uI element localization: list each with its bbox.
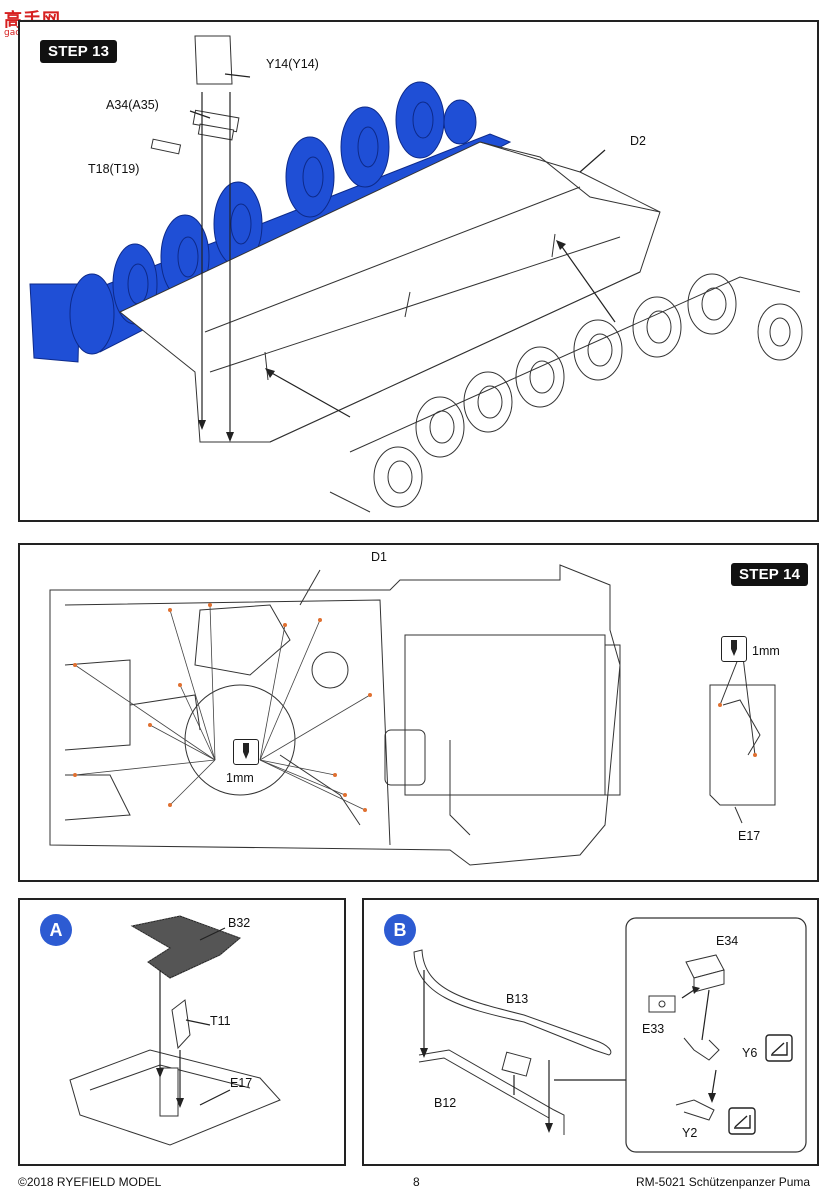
e17-base — [69, 1049, 281, 1146]
label-b12: B12 — [434, 1096, 457, 1110]
step-14-tag: STEP 14 — [731, 563, 809, 586]
drill-points — [73, 603, 372, 812]
assembly-arrows — [189, 73, 616, 442]
label-e34: E34 — [716, 934, 739, 948]
label-d1: D1 — [371, 550, 387, 564]
b12-part — [418, 1049, 565, 1135]
badge-b: B — [384, 914, 416, 946]
sub-assembly-a-diagram — [69, 915, 281, 1146]
assembly-arrows-a — [156, 927, 231, 1108]
assembly-arrows-b — [420, 970, 626, 1133]
b32-part — [130, 915, 241, 979]
label-b13: B13 — [506, 992, 529, 1006]
hull-d2 — [119, 141, 661, 443]
y2-part — [675, 1099, 715, 1121]
label-e17-step14: E17 — [738, 829, 761, 843]
glue-icon-y2 — [728, 1107, 756, 1135]
drill-icon-side — [721, 636, 747, 662]
label-e33: E33 — [642, 1022, 665, 1036]
b13-part — [413, 949, 612, 1056]
step-13-diagram — [29, 35, 803, 513]
label-drill-side: 1mm — [752, 644, 780, 658]
y6-part — [683, 1037, 720, 1061]
badge-a: A — [40, 914, 72, 946]
label-drill-main: 1mm — [226, 771, 254, 785]
sub-assembly-b-panel: B — [362, 898, 819, 1166]
detail-callout-box — [625, 917, 807, 1153]
e33-part — [648, 995, 676, 1013]
footer-product: RM-5021 Schützenpanzer Puma — [636, 1175, 811, 1189]
label-y14: Y14(Y14) — [266, 57, 319, 71]
step-13-tag: STEP 13 — [40, 40, 118, 63]
drill-icon-main — [233, 739, 259, 765]
label-t11: T11 — [210, 1014, 231, 1028]
footer-copyright: ©2018 RYEFIELD MODEL — [18, 1175, 162, 1189]
label-a34: A34(A35) — [106, 98, 159, 112]
callout-arrows — [681, 986, 717, 1103]
label-e17-a: E17 — [230, 1076, 253, 1090]
footer-page-number: 8 — [413, 1175, 420, 1189]
sub-assembly-b-diagram — [413, 917, 807, 1153]
hull-floor-d1 — [49, 564, 621, 866]
drill-leader-lines — [74, 604, 371, 811]
road-wheels — [373, 273, 803, 508]
y14-part — [194, 35, 233, 85]
step-14-panel: STEP 14 — [18, 543, 819, 882]
label-d2: D2 — [630, 134, 646, 148]
label-y2: Y2 — [682, 1126, 698, 1140]
label-y6: Y6 — [742, 1046, 758, 1060]
glue-icon-y6 — [765, 1034, 793, 1062]
sub-assembly-a-panel: A B32 T11 E17 — [18, 898, 346, 1166]
label-b32: B32 — [228, 916, 251, 930]
step-14-diagram — [49, 564, 776, 866]
step-13-panel: STEP 13 — [18, 20, 819, 522]
e17-part — [709, 648, 776, 824]
t18-part — [150, 138, 182, 155]
label-t18: T18(T19) — [88, 162, 140, 176]
t11-part — [171, 999, 191, 1050]
